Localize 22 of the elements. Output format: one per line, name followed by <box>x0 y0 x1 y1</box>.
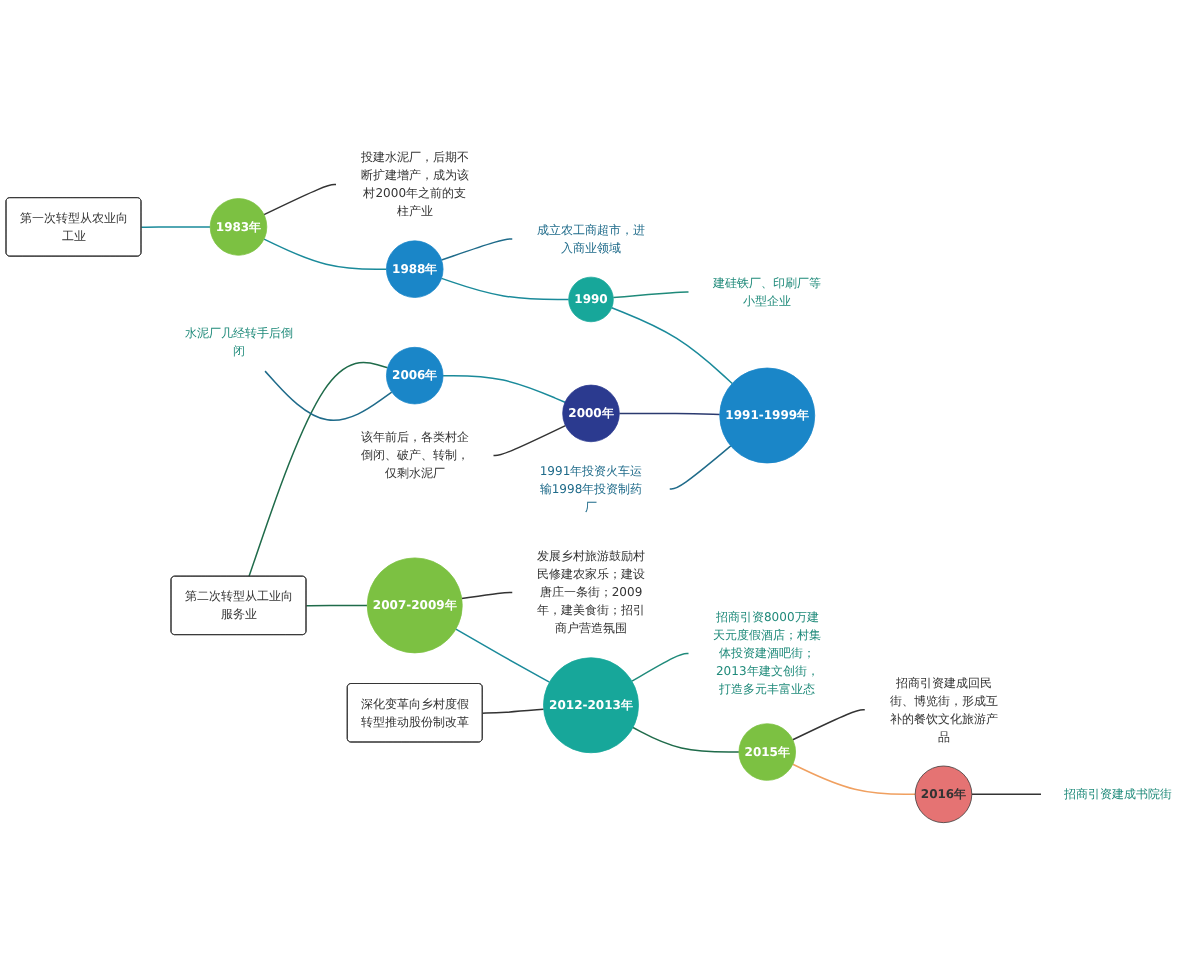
connector <box>305 604 368 607</box>
connector <box>792 763 916 796</box>
connector <box>669 445 732 490</box>
connector <box>440 277 570 301</box>
connector <box>264 370 393 422</box>
connector <box>792 709 866 741</box>
connector <box>263 183 337 216</box>
connector <box>455 628 551 683</box>
connector <box>442 374 566 403</box>
connector <box>492 424 567 457</box>
connector <box>140 226 211 228</box>
connector <box>971 793 1042 796</box>
connector <box>461 591 513 600</box>
connector <box>612 291 690 299</box>
connector <box>610 307 733 385</box>
connector <box>440 238 513 261</box>
connector <box>632 726 740 753</box>
connector <box>631 652 690 682</box>
connector <box>263 238 388 270</box>
connector <box>618 412 721 416</box>
connector <box>248 361 389 578</box>
connector <box>481 708 545 714</box>
